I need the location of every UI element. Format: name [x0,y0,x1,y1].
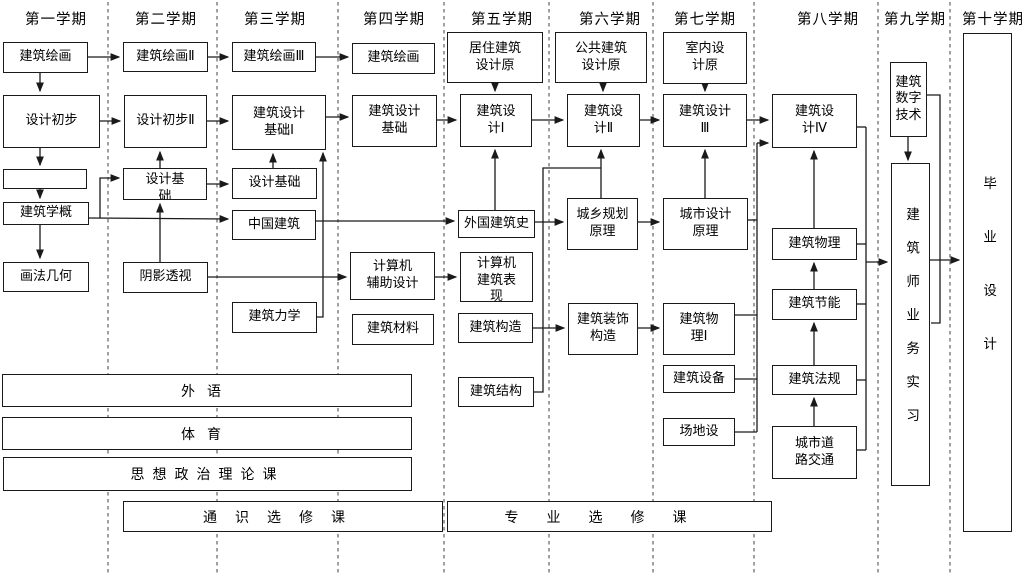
course-box-residential-principles: 居住建筑 设计原 [447,32,543,83]
course-box-design-basis-s2: 设计基 础 [123,168,207,200]
course-box-arch-design-4: 建筑设 计Ⅳ [772,94,857,148]
course-box-design-intro: 设计初步 [3,95,100,148]
semester-header-5: 第五学期 [471,12,533,28]
course-box-graduation-design: 毕业设计 [963,33,1012,532]
bar-foreign-language: 外语 [2,374,412,407]
course-box-foreign-arch-history: 外国建筑史 [458,210,535,238]
course-box-urban-design-principles: 城市设计 原理 [663,198,748,250]
course-box-site-design: 场地设 [663,418,735,446]
course-box-shadow-perspective: 阴影透视 [123,262,208,293]
semester-header-7: 第七学期 [674,12,736,28]
course-box-arch-design-basis-1: 建筑设计 基础Ⅰ [232,95,326,150]
course-box-arch-drawing-3: 建筑绘画Ⅲ [232,42,316,72]
course-box-chinese-architecture: 中国建筑 [232,210,316,240]
course-box-descriptive-geometry: 画法几何 [3,262,89,292]
course-box-arch-drawing-s4: 建筑绘画 [352,43,435,74]
course-box-design-intro-2: 设计初步Ⅱ [124,95,207,148]
bar-ideological-political-theory: 思想政治理论课 [3,457,412,491]
course-box-arch-design-2: 建筑设 计Ⅱ [567,94,640,147]
semester-header-10: 第十学期 [962,12,1024,28]
semester-header-1: 第一学期 [25,12,87,28]
course-box-arch-overview: 建筑学概 [3,202,89,225]
course-box-arch-mechanics: 建筑力学 [232,302,317,333]
course-box-building-regulations: 建筑法规 [772,365,857,395]
course-box-urban-rural-planning: 城乡规划 原理 [567,198,638,250]
course-box-urban-road-traffic: 城市道 路交通 [772,426,857,479]
course-box-energy-efficiency: 建筑节能 [772,289,857,320]
semester-header-3: 第三学期 [244,12,306,28]
course-box-computer-rendering: 计算机 建筑表 现 [460,252,533,302]
course-box-architect-practice: 建筑师业务实习 [891,163,930,486]
course-box-interior-principles: 室内设 计原 [663,32,747,84]
course-box-decoration-construction: 建筑装饰 构造 [568,303,638,355]
course-box-building-physics-1: 建筑物 理Ⅰ [663,303,735,355]
course-box-building-materials: 建筑材料 [352,314,434,345]
course-box-digital-technology: 建筑 数字 技术 [890,62,927,137]
course-box-arch-drawing-2: 建筑绘画Ⅱ [123,42,208,72]
course-box-arch-design-3: 建筑设计 Ⅲ [663,94,747,147]
course-box-design-basis-s3: 设计基础 [232,168,317,199]
bar-physical-education: 体育 [2,417,412,450]
course-box-arch-design-basis: 建筑设计 基础 [352,95,437,147]
course-flow-arrows [36,53,961,451]
course-box-unnamed [3,169,87,189]
course-box-building-physics: 建筑物理 [772,228,857,260]
course-box-public-principles: 公共建筑 设计原 [555,32,647,83]
semester-header-8: 第八学期 [797,12,859,28]
course-box-building-construction: 建筑构造 [458,313,533,343]
course-box-arch-design-1: 建筑设 计Ⅰ [460,94,532,147]
course-box-building-structure: 建筑结构 [458,377,534,407]
course-box-arch-drawing-s1: 建筑绘画 [3,42,88,73]
semester-header-6: 第六学期 [579,12,641,28]
semester-header-9: 第九学期 [884,12,946,28]
semester-header-2: 第二学期 [135,12,197,28]
semester-header-4: 第四学期 [363,12,425,28]
bar-general-electives: 通识选修课 [123,501,443,532]
course-box-cad: 计算机 辅助设计 [350,252,435,300]
bar-professional-electives: 专业选修课 [447,501,772,532]
course-box-building-equipment: 建筑设备 [663,365,735,393]
